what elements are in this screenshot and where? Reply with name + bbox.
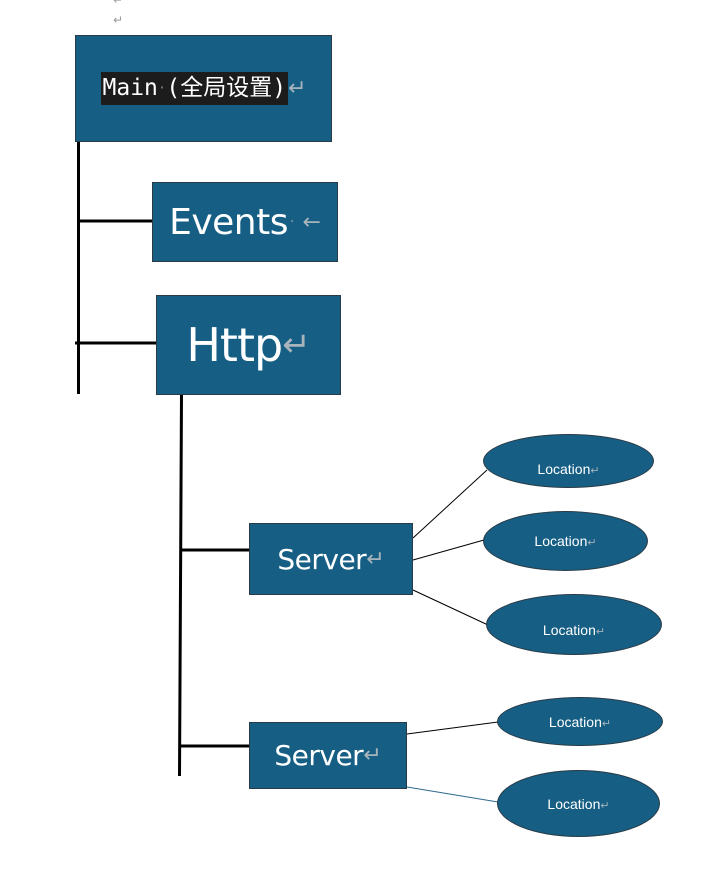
- main-label-dot: ·: [157, 80, 167, 97]
- location-node: Location↵: [483, 511, 648, 571]
- server-node: Server↵: [249, 523, 413, 595]
- events-node: Events· ←: [152, 182, 338, 262]
- location-node: Location↵: [486, 594, 662, 655]
- server-node: Server↵: [249, 722, 407, 789]
- paragraph-mark: ↵: [113, 0, 124, 7]
- location-paragraph-mark: ↵: [590, 465, 600, 477]
- location-label: Location↵: [537, 461, 599, 477]
- server1-location2-link: [412, 539, 485, 561]
- location-node: Location↵: [497, 770, 660, 837]
- location-paragraph-mark: ↵: [600, 799, 610, 812]
- location-label: Location↵: [547, 796, 609, 812]
- location-label: Location↵: [534, 533, 596, 549]
- location-label: Location↵: [543, 622, 605, 638]
- server1-location1-link: [412, 469, 488, 539]
- http-node: Http↵: [156, 295, 341, 395]
- location-label-text: Location: [547, 795, 601, 812]
- events-label: Events: [169, 201, 288, 243]
- location-node: Location↵: [483, 434, 654, 488]
- main-paragraph-mark: ↵: [288, 76, 307, 101]
- main-label: Main·(全局设置): [100, 71, 289, 106]
- location-label-text: Location: [537, 461, 591, 477]
- server1-location3-link: [412, 589, 489, 626]
- server2-location4-link: [406, 721, 499, 735]
- http-trunk-line: [178, 394, 183, 777]
- main-node: Main·(全局设置)↵: [75, 35, 332, 142]
- location-paragraph-mark: ↵: [587, 537, 597, 549]
- events-paragraph-mark: ←: [302, 209, 321, 235]
- location-paragraph-mark: ↵: [601, 717, 612, 730]
- location-label-text: Location: [534, 533, 588, 549]
- paragraph-mark: ↵: [113, 13, 124, 27]
- location-paragraph-mark: ↵: [595, 625, 606, 638]
- location-node: Location↵: [497, 697, 663, 746]
- main-label-left: Main: [102, 74, 158, 101]
- server2-location5-link: [406, 786, 499, 803]
- location-label-text: Location: [542, 621, 596, 638]
- server-label: Server: [277, 542, 367, 576]
- location-label-text: Location: [548, 713, 602, 730]
- events-label-dot: ·: [290, 214, 295, 230]
- http-label: Http: [186, 318, 283, 372]
- main-label-right: (全局设置): [166, 74, 287, 101]
- location-label: Location↵: [549, 714, 611, 730]
- server-label: Server: [274, 739, 364, 772]
- server-paragraph-mark: ↵: [366, 546, 385, 572]
- server-paragraph-mark: ↵: [363, 743, 382, 768]
- http-paragraph-mark: ↵: [282, 325, 311, 365]
